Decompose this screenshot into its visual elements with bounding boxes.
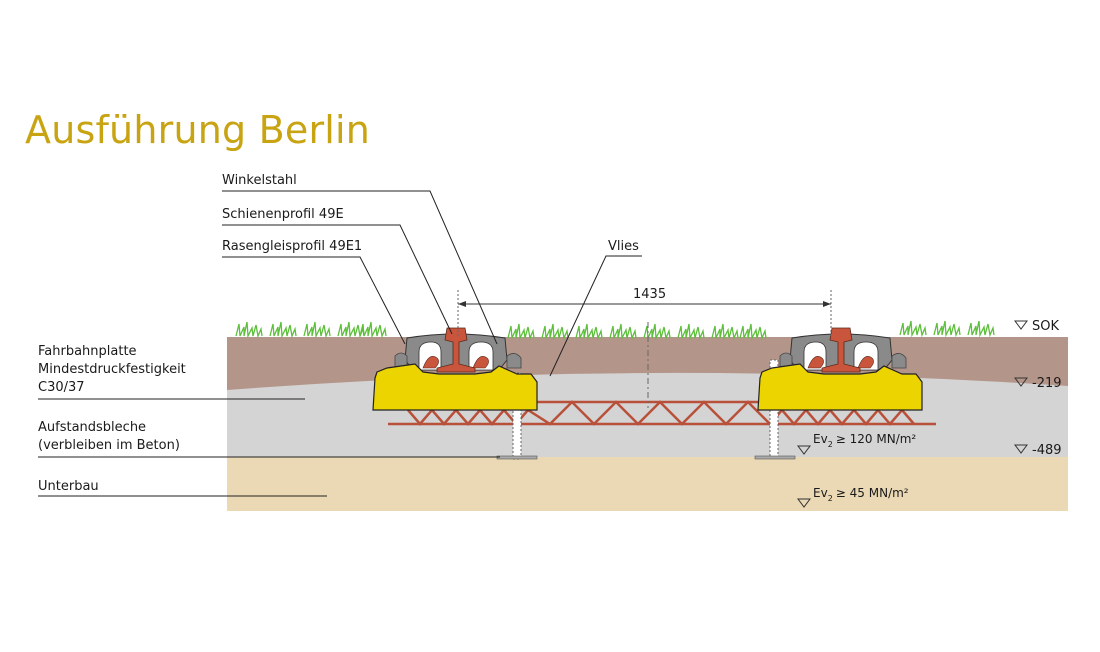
- label-unterbau: Unterbau: [38, 479, 99, 494]
- label-rasengleisprofil: Rasengleisprofil 49E1: [222, 239, 362, 254]
- lattice-girder: [388, 400, 936, 426]
- label-concrete-class: C30/37: [38, 380, 85, 395]
- page-title: Ausführung Berlin: [25, 108, 371, 152]
- grass-left: [235, 321, 387, 337]
- grass-right: [899, 320, 995, 336]
- ev-lower: Ev2≥ 45 MN/m²: [813, 486, 909, 503]
- label-fahrbahnplatte: Fahrbahnplatte: [38, 344, 137, 359]
- label-aufstandsbleche: Aufstandsbleche: [38, 420, 146, 435]
- gauge-label: 1435: [633, 287, 666, 302]
- grass-middle: [507, 323, 767, 339]
- label-aufstandsbleche-note: (verbleiben im Beton): [38, 438, 180, 453]
- subbase-layer: [227, 457, 1068, 511]
- level-markers: [797, 320, 1028, 508]
- level-sok: SOK: [1032, 319, 1059, 334]
- label-winkelstahl: Winkelstahl: [222, 173, 297, 188]
- label-vlies: Vlies: [608, 239, 639, 254]
- gauge-dimension: 1435: [457, 287, 832, 336]
- level-219: -219: [1032, 376, 1062, 391]
- label-schienenprofil: Schienenprofil 49E: [222, 207, 344, 222]
- level-489: -489: [1032, 443, 1062, 458]
- label-mindestdruckfestigkeit: Mindestdruckfestigkeit: [38, 362, 186, 377]
- ev-upper: Ev2≥ 120 MN/m²: [813, 432, 916, 449]
